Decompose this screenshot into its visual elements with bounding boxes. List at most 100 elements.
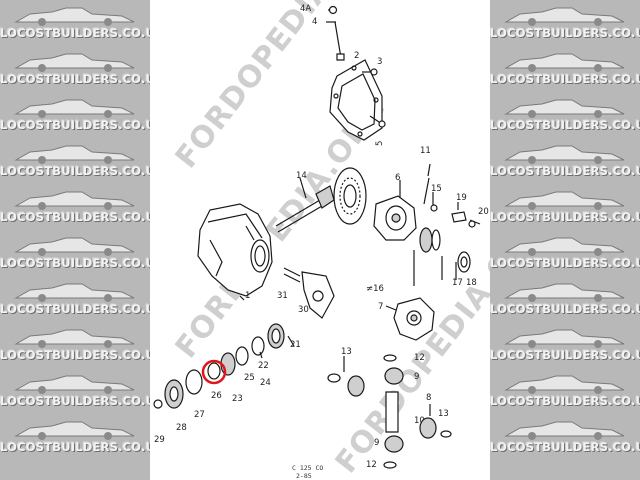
watermark-text: LOCOSTBUILDERS.CO.UK — [490, 440, 640, 454]
label-3: 3 — [377, 57, 382, 67]
watermark-text: LOCOSTBUILDERS.CO.UK — [0, 348, 150, 362]
watermark-row: LOCOSTBUILDERS.CO.UK — [490, 142, 640, 186]
watermark-text: LOCOSTBUILDERS.CO.UK — [490, 118, 640, 132]
thrust-washer-12b — [383, 461, 397, 469]
label-20: 20 — [478, 207, 489, 217]
watermark-text: LOCOSTBUILDERS.CO.UK — [0, 72, 150, 86]
seal-4a — [328, 5, 338, 15]
label-17: 17 — [452, 278, 463, 288]
label-15: 15 — [431, 184, 442, 194]
label-10: 10 — [414, 416, 425, 426]
pin-10 — [385, 391, 399, 433]
shim-24 — [235, 346, 249, 366]
watermark-row: LOCOSTBUILDERS.CO.UK — [0, 234, 150, 278]
label-5: 5 — [375, 141, 385, 146]
watermark-text: LOCOSTBUILDERS.CO.UK — [0, 164, 150, 178]
label-8: 8 — [426, 393, 431, 403]
label-13a: 13 — [341, 347, 352, 357]
label-13b: 13 — [438, 409, 449, 419]
watermark-text: LOCOSTBUILDERS.CO.UK — [0, 394, 150, 408]
watermark-row: LOCOSTBUILDERS.CO.UK — [0, 418, 150, 462]
watermark-text: LOCOSTBUILDERS.CO.UK — [0, 256, 150, 270]
watermark-row: LOCOSTBUILDERS.CO.UK — [490, 418, 640, 462]
nut-29 — [153, 399, 163, 409]
watermark-text: LOCOSTBUILDERS.CO.UK — [490, 210, 640, 224]
car-silhouette-icon — [14, 145, 135, 164]
watermark-text: LOCOSTBUILDERS.CO.UK — [490, 394, 640, 408]
label-19: 19 — [456, 193, 467, 203]
label-4a: 4A — [300, 4, 311, 14]
ref-code-line1: C 125 CO — [292, 464, 323, 472]
cover-plate-assembly: 4A 4 3 2 5 — [300, 4, 386, 146]
label-11: 11 — [420, 146, 431, 156]
label-25: 25 — [244, 373, 255, 383]
car-silhouette-icon — [14, 53, 135, 72]
label-27: 27 — [194, 410, 205, 420]
exploded-diagram: FORDOPEDIA.ORG FORDOPEDIA.ORG FORDOPEDIA… — [150, 0, 490, 480]
watermark-text: LOCOSTBUILDERS.CO.UK — [0, 118, 150, 132]
watermark-text: LOCOSTBUILDERS.CO.UK — [0, 302, 150, 316]
pinion-nut-26 — [207, 362, 221, 380]
label-1: 1 — [245, 291, 250, 301]
label-7: 7 — [378, 302, 383, 312]
label-4: 4 — [312, 17, 317, 27]
fordopedia-watermark: FORDOPEDIA.ORG — [329, 206, 490, 480]
car-silhouette-icon — [14, 329, 135, 348]
watermark-row: LOCOSTBUILDERS.CO.UK — [0, 326, 150, 370]
watermark-text: LOCOSTBUILDERS.CO.UK — [490, 256, 640, 270]
label-2: 2 — [354, 51, 359, 61]
watermark-row: LOCOSTBUILDERS.CO.UK — [490, 4, 640, 48]
thrust-washer-12 — [383, 354, 397, 362]
label-9a: 9 — [414, 372, 419, 382]
planet-gear-9b — [384, 435, 404, 453]
watermark-row: LOCOSTBUILDERS.CO.UK — [490, 326, 640, 370]
car-silhouette-icon — [504, 237, 625, 256]
label-9b: 9 — [374, 438, 379, 448]
car-silhouette-icon — [504, 283, 625, 302]
car-silhouette-icon — [14, 191, 135, 210]
ref-code-line2: 2-85 — [296, 472, 312, 480]
watermark-text: LOCOSTBUILDERS.CO.UK — [490, 164, 640, 178]
label-12b: 12 — [366, 460, 377, 470]
car-silhouette-icon — [14, 99, 135, 118]
car-silhouette-icon — [504, 99, 625, 118]
watermark-row: LOCOSTBUILDERS.CO.UK — [0, 280, 150, 324]
label-30: 30 — [298, 305, 309, 315]
highlight-circle — [201, 359, 227, 385]
watermark-row: LOCOSTBUILDERS.CO.UK — [490, 50, 640, 94]
car-silhouette-icon — [504, 191, 625, 210]
spacer-22 — [251, 336, 265, 356]
watermark-text: LOCOSTBUILDERS.CO.UK — [490, 348, 640, 362]
label-12a: 12 — [414, 353, 425, 363]
left-watermark-panel: LOCOSTBUILDERS.CO.UK LOCOSTBUILDERS.CO.UK… — [0, 0, 150, 480]
label-29: 29 — [154, 435, 165, 445]
watermark-text: LOCOSTBUILDERS.CO.UK — [490, 72, 640, 86]
planet-gear-set: 13 12 9 10 8 13 9 12 — [327, 347, 452, 470]
watermark-text: LOCOSTBUILDERS.CO.UK — [490, 26, 640, 40]
watermark-row: LOCOSTBUILDERS.CO.UK — [0, 50, 150, 94]
watermark-row: LOCOSTBUILDERS.CO.UK — [0, 96, 150, 140]
label-18: 18 — [466, 278, 477, 288]
watermark-text: LOCOSTBUILDERS.CO.UK — [0, 210, 150, 224]
watermark-row: LOCOSTBUILDERS.CO.UK — [0, 142, 150, 186]
car-silhouette-icon — [14, 421, 135, 440]
label-14: 14 — [296, 171, 307, 181]
car-silhouette-icon — [14, 237, 135, 256]
label-21: 21 — [290, 340, 301, 350]
axle-housing-1 — [197, 203, 273, 297]
watermark-row: LOCOSTBUILDERS.CO.UK — [490, 96, 640, 140]
label-24: 24 — [260, 378, 271, 388]
watermark-text: LOCOSTBUILDERS.CO.UK — [490, 302, 640, 316]
car-silhouette-icon — [504, 375, 625, 394]
watermark-row: LOCOSTBUILDERS.CO.UK — [490, 372, 640, 416]
car-silhouette-icon — [14, 283, 135, 302]
label-16: ≠16 — [366, 284, 384, 294]
watermark-row: LOCOSTBUILDERS.CO.UK — [490, 280, 640, 324]
car-silhouette-icon — [14, 375, 135, 394]
car-silhouette-icon — [504, 421, 625, 440]
drive-flange-30 — [301, 271, 335, 319]
car-silhouette-icon — [504, 53, 625, 72]
diff-housing-assembly: 1 14 31 30 — [197, 167, 367, 319]
watermark-text: LOCOSTBUILDERS.CO.UK — [0, 26, 150, 40]
right-watermark-panel: LOCOSTBUILDERS.CO.UK LOCOSTBUILDERS.CO.UK… — [490, 0, 640, 480]
